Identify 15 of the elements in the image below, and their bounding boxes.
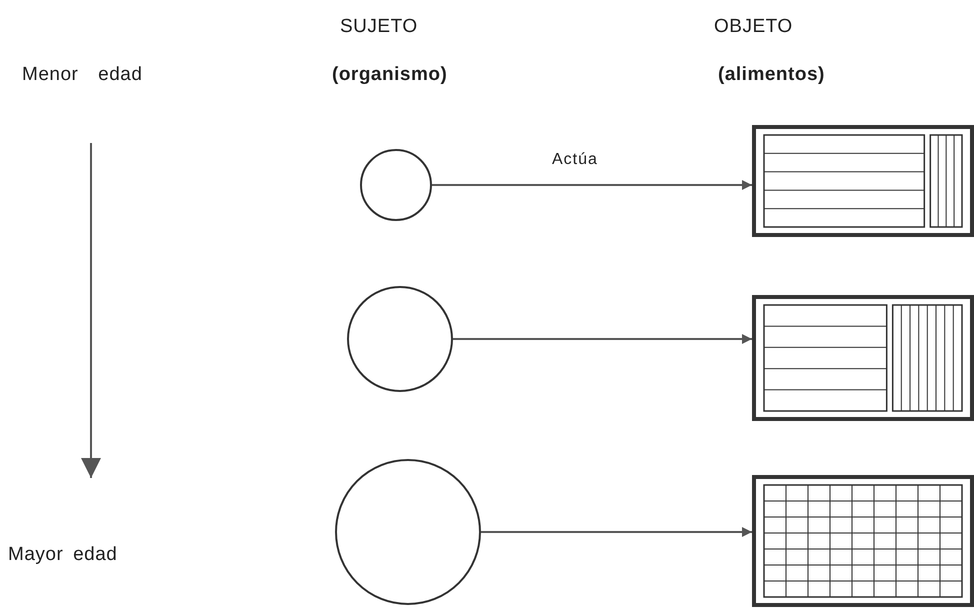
tray-drawing bbox=[752, 295, 974, 421]
tray-drawing bbox=[752, 125, 974, 237]
circle bbox=[335, 459, 481, 605]
column-subheading: (alimentos) bbox=[718, 64, 825, 86]
column-heading: OBJETO bbox=[714, 16, 793, 38]
tray-drawing bbox=[752, 475, 974, 607]
circle bbox=[360, 149, 432, 221]
circle bbox=[347, 286, 453, 392]
column-heading: SUJETO bbox=[340, 16, 418, 38]
arrow bbox=[453, 334, 752, 344]
arrow bbox=[432, 180, 752, 190]
age-label: Menor edad bbox=[22, 64, 142, 86]
age-label: Mayor edad bbox=[8, 544, 118, 566]
arrow bbox=[481, 527, 752, 537]
column-subheading: (organismo) bbox=[332, 64, 448, 86]
